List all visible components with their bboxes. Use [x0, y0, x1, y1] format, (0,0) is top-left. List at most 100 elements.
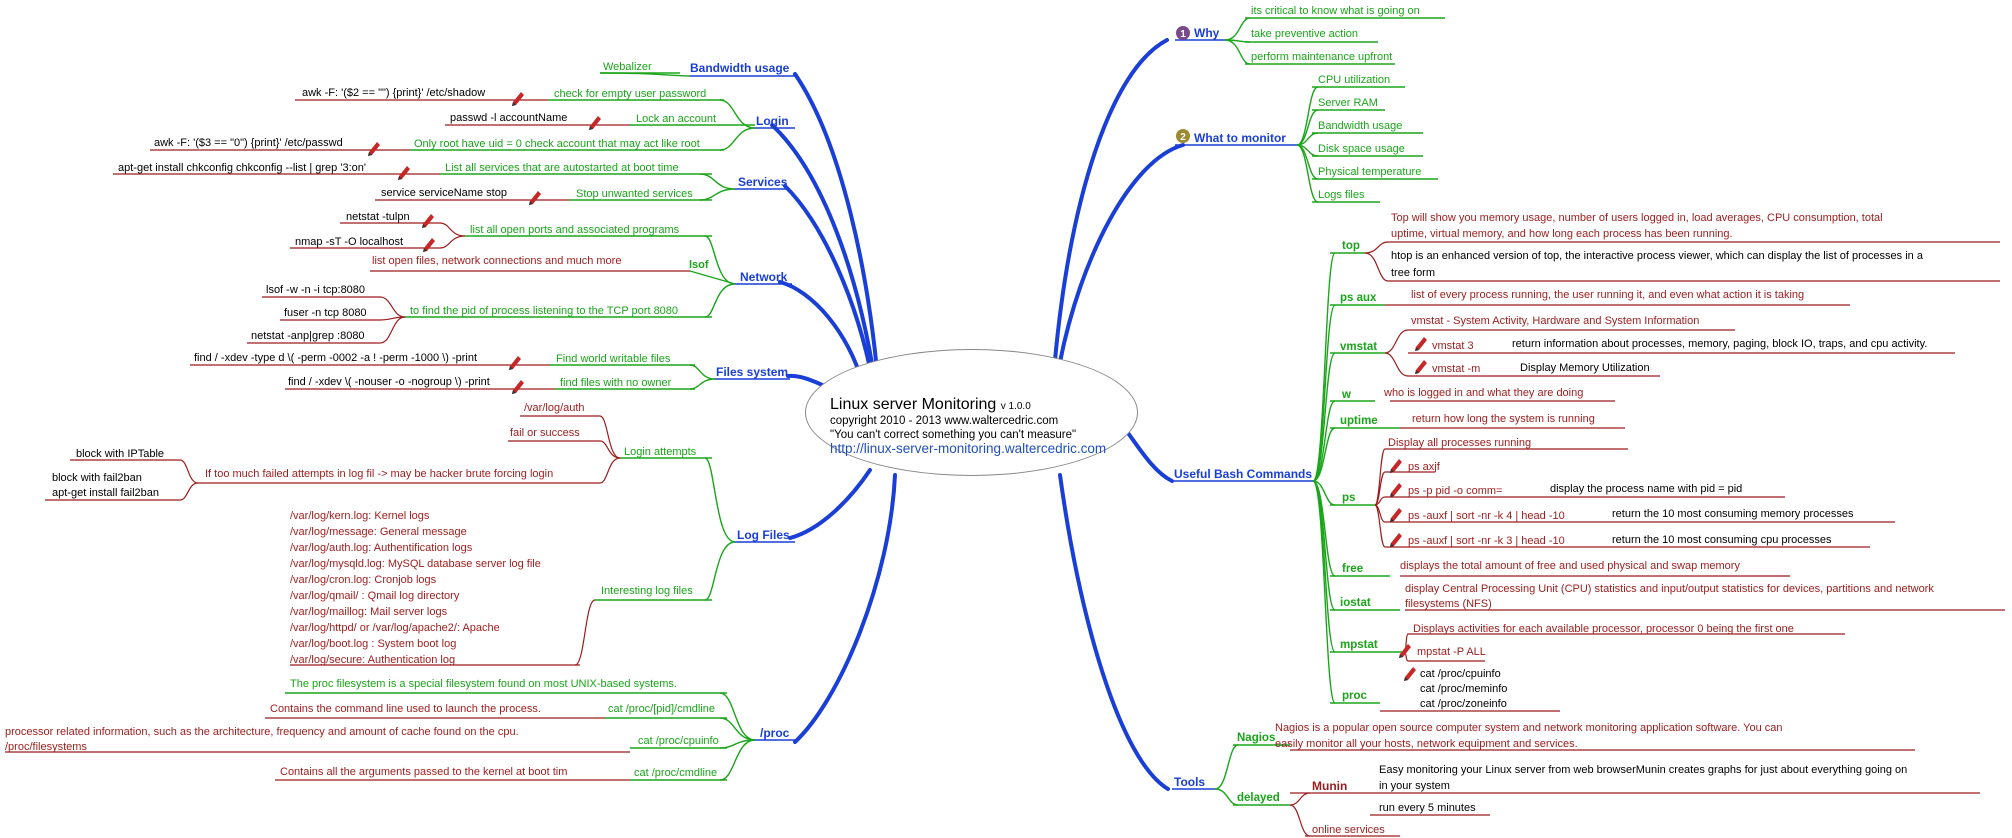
network-lsof: lsof	[689, 259, 709, 271]
pencil-icon[interactable]	[1415, 360, 1427, 374]
iostat-desc-1: display Central Processing Unit (CPU) st…	[1405, 583, 1934, 595]
proc-cpuinfo-desc: processor related information, such as t…	[5, 726, 519, 738]
cmd-awk-shadow: awk -F: '($2 == "") {print}' /etc/shadow	[302, 87, 485, 99]
what-item-5: Physical temperature	[1318, 166, 1421, 178]
main-topic-labels: Bandwidth usage Login Services Network F…	[690, 26, 1312, 789]
proc-cmdline-desc: Contains all the arguments passed to the…	[280, 766, 567, 778]
what-badge: 2	[1176, 129, 1190, 143]
login-root-uid: Only root have uid = 0 check account tha…	[414, 138, 700, 150]
pencil-icon[interactable]	[422, 214, 434, 228]
pencil-icon[interactable]	[423, 238, 435, 252]
cmd-passwd: passwd -l accountName	[450, 112, 567, 124]
pencil-icon[interactable]	[368, 142, 380, 156]
cmd-netstat-grep: netstat -anp|grep :8080	[251, 330, 365, 342]
cmd-find-writable: find / -xdev -type d \( -perm -0002 -a !…	[194, 352, 477, 364]
pencil-icon[interactable]	[1415, 337, 1427, 351]
network-find-pid: to find the pid of process listening to …	[410, 305, 678, 317]
ps-axjf: ps axjf	[1408, 461, 1441, 473]
bash-mpstat[interactable]: mpstat	[1340, 639, 1378, 651]
ps-mem: ps -auxf | sort -nr -k 4 | head -10	[1408, 510, 1565, 522]
ps-cpu: ps -auxf | sort -nr -k 3 | head -10	[1408, 535, 1565, 547]
what-item-3: Bandwidth usage	[1318, 120, 1402, 132]
log-line-1: /var/log/kern.log: Kernel logs	[290, 510, 430, 522]
cmd-fuser: fuser -n tcp 8080	[284, 307, 367, 319]
red-connectors	[5, 99, 2005, 837]
bash-iostat[interactable]: iostat	[1340, 597, 1371, 609]
central-topic[interactable]	[805, 349, 1138, 476]
munin-desc-2: in your system	[1379, 780, 1450, 792]
pencil-icon[interactable]	[589, 116, 601, 130]
files-no-owner: find files with no owner	[560, 377, 672, 389]
cmd-find-noowner: find / -xdev \( -nouser -o -nogroup \) -…	[288, 376, 490, 388]
pencil-icon[interactable]	[529, 191, 541, 205]
top-desc-1b: uptime, virtual memory, and how long eac…	[1391, 228, 1733, 240]
mpstat-desc: Displays activities for each available p…	[1413, 623, 1794, 635]
pencil-icon[interactable]	[398, 166, 410, 180]
pencil-icon[interactable]	[509, 356, 521, 370]
central-topic-content: Linux server Monitoring v 1.0.0 copyrigh…	[830, 397, 1150, 456]
bash-uptime[interactable]: uptime	[1340, 415, 1378, 427]
topic-login[interactable]: Login	[756, 114, 789, 128]
cmd-lsof-8080: lsof -w -n -i tcp:8080	[266, 284, 365, 296]
ps-desc: Display all processes running	[1388, 437, 1531, 449]
central-version: v 1.0.0	[1000, 401, 1031, 412]
interesting-log-lines: /var/log/kern.log: Kernel logs /var/log/…	[290, 510, 541, 666]
topic-services[interactable]: Services	[738, 175, 788, 189]
topic-network[interactable]: Network	[740, 270, 788, 284]
tools-munin[interactable]: Munin	[1312, 779, 1347, 793]
tools-delayed[interactable]: delayed	[1237, 792, 1280, 804]
ps-pid-desc: display the process name with pid = pid	[1550, 483, 1742, 495]
pencil-icon[interactable]	[1390, 483, 1402, 497]
pencil-icon[interactable]	[1390, 459, 1402, 473]
branch-login	[770, 123, 880, 404]
bash-vmstat[interactable]: vmstat	[1340, 341, 1377, 353]
services-autostart: List all services that are autostarted a…	[445, 162, 679, 174]
branch-logfiles	[788, 468, 872, 540]
red-labels: list open files, network connections and…	[5, 212, 1934, 836]
what-item-2: Server RAM	[1318, 97, 1378, 109]
proc-line-zoneinfo: cat /proc/zoneinfo	[1420, 698, 1507, 710]
pencil-icon[interactable]	[1404, 667, 1416, 681]
top-desc-2a: htop is an enhanced version of top, the …	[1391, 250, 1924, 262]
bash-w[interactable]: w	[1341, 389, 1351, 401]
green-labels: Webalizer check for empty user password …	[290, 5, 1421, 779]
bf-fail2ban: block with fail2ban	[52, 472, 142, 484]
files-world-writable: Find world writable files	[556, 353, 671, 365]
bash-top[interactable]: top	[1342, 240, 1360, 252]
what-item-6: Logs files	[1318, 189, 1365, 201]
pencil-icon[interactable]	[512, 380, 524, 394]
bash-free[interactable]: free	[1342, 563, 1363, 575]
topic-bash[interactable]: Useful Bash Commands	[1174, 467, 1312, 481]
why-item-1: its critical to know what is going on	[1251, 5, 1420, 17]
bf-install: apt-get install fail2ban	[52, 487, 159, 499]
green-connectors	[285, 17, 1445, 806]
topic-why[interactable]: Why	[1194, 26, 1220, 40]
top-desc-2b: tree form	[1391, 267, 1435, 279]
main-underlines	[690, 39, 1313, 790]
services-stop: Stop unwanted services	[576, 188, 693, 200]
log-line-5: /var/log/cron.log: Cronjob logs	[290, 574, 437, 586]
bash-ps[interactable]: ps	[1342, 492, 1355, 504]
central-url-link[interactable]: http://linux-server-monitoring.walterced…	[830, 441, 1107, 456]
topic-tools[interactable]: Tools	[1174, 775, 1205, 789]
topic-logfiles[interactable]: Log Files	[737, 528, 790, 542]
network-open-ports: list all open ports and associated progr…	[470, 224, 680, 236]
log-line-2: /var/log/message: General message	[290, 526, 467, 538]
pencil-icon[interactable]	[1390, 508, 1402, 522]
pencil-icon[interactable]	[1390, 533, 1402, 547]
why-item-2: take preventive action	[1251, 28, 1358, 40]
log-line-7: /var/log/maillog: Mail server logs	[290, 606, 448, 618]
tools-nagios[interactable]: Nagios	[1237, 732, 1275, 744]
pencil-icon[interactable]	[1399, 644, 1411, 658]
topic-proc[interactable]: /proc	[760, 726, 790, 740]
topic-what[interactable]: What to monitor	[1194, 131, 1286, 145]
branch-bandwidth	[793, 72, 882, 407]
pencil-icon[interactable]	[512, 92, 524, 106]
why-item-3: perform maintenance upfront	[1251, 51, 1392, 63]
topic-files[interactable]: Files system	[716, 365, 788, 379]
cmd-service-stop: service serviceName stop	[381, 187, 507, 199]
iostat-desc-2: filesystems (NFS)	[1405, 598, 1492, 610]
bash-proc[interactable]: proc	[1342, 690, 1368, 702]
topic-bandwidth[interactable]: Bandwidth usage	[690, 61, 790, 75]
bash-psaux[interactable]: ps aux	[1340, 292, 1377, 304]
